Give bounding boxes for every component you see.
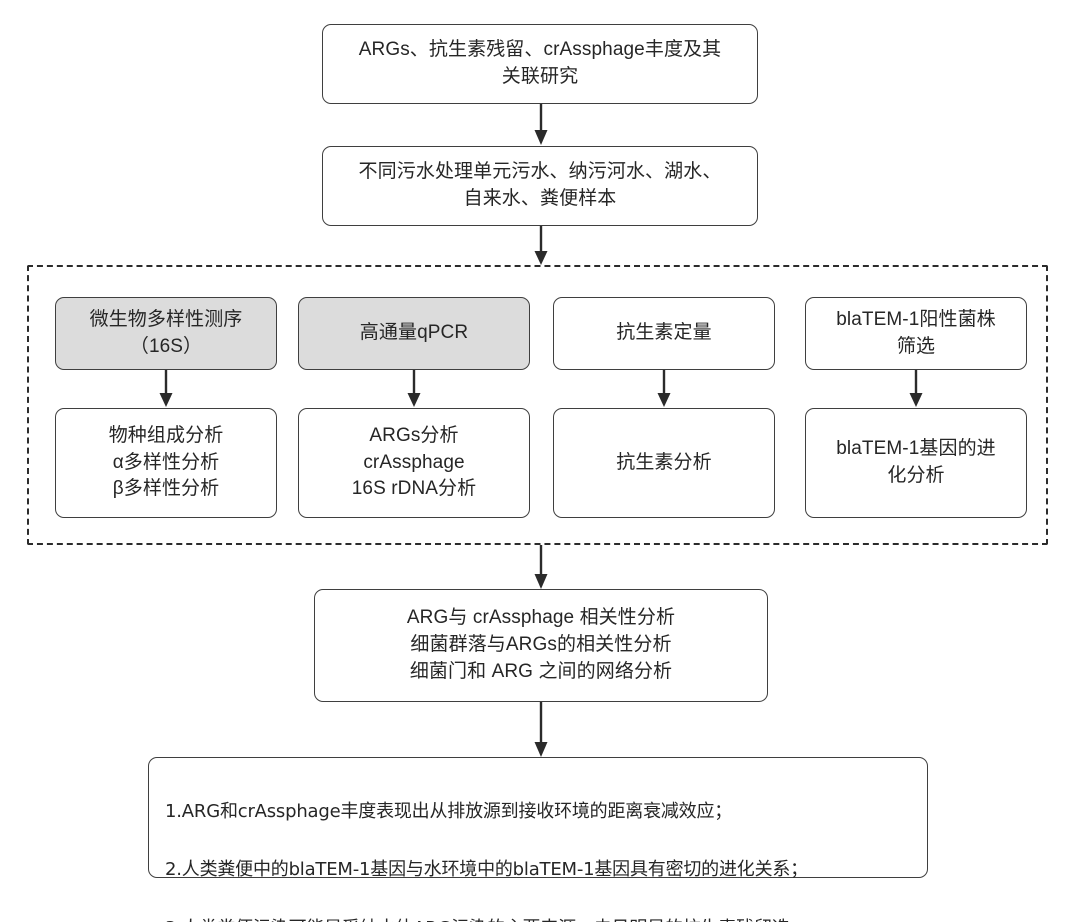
arrow-group-to-correlation [531,545,551,590]
arrow-samples-to-methods [531,226,551,266]
node-method-sequencing-16s-label: 微生物多样性测序 （16S） [89,308,243,357]
node-study-topic-label: ARGs、抗生素残留、crAssphage丰度及其 关联研究 [358,39,722,87]
arrow-qpcr-to-args [404,370,424,408]
conclusion-line-2: 2.人类粪便中的blaTEM-1基因与水环境中的blaTEM-1基因具有密切的进… [165,859,808,881]
node-method-sequencing-16s: 微生物多样性测序 （16S） [55,297,277,370]
node-method-qpcr: 高通量qPCR [298,297,530,370]
node-study-topic: ARGs、抗生素残留、crAssphage丰度及其 关联研究 [322,24,758,104]
node-method-antibiotic-quantification-label: 抗生素定量 [616,322,712,344]
arrow-screening-to-evolution [906,370,926,408]
node-method-qpcr-label: 高通量qPCR [359,322,469,344]
node-samples: 不同污水处理单元污水、纳污河水、湖水、 自来水、粪便样本 [322,146,758,226]
node-analysis-blatem1-evolution-label: blaTEM-1基因的进 化分析 [836,438,996,486]
node-conclusions: 1.ARG和crAssphage丰度表现出从排放源到接收环境的距离衰减效应； 2… [148,757,928,922]
node-method-blatem1-screening: blaTEM-1阳性菌株 筛选 [805,297,1027,370]
arrow-antibiotic-quant-to-analysis [654,370,674,408]
arrow-topic-to-samples [531,104,551,146]
conclusion-line-3: 3.人类粪便污染可能是受纳水体ARG污染的主要来源，未见明显的抗生素残留选 [165,914,913,922]
node-analysis-antibiotics-label: 抗生素分析 [616,451,712,473]
node-analysis-antibiotics: 抗生素分析 [553,408,775,518]
node-method-blatem1-screening-label: blaTEM-1阳性菌株 筛选 [836,308,996,357]
node-method-antibiotic-quantification: 抗生素定量 [553,297,775,370]
node-analysis-community-label: 物种组成分析 α多样性分析 β多样性分析 [108,424,224,500]
node-correlation-analysis: ARG与 crAssphage 相关性分析 细菌群落与ARGs的相关性分析 细菌… [314,589,768,702]
arrow-correlation-to-conclusions [531,702,551,758]
node-samples-label: 不同污水处理单元污水、纳污河水、湖水、 自来水、粪便样本 [358,161,722,209]
node-correlation-analysis-label: ARG与 crAssphage 相关性分析 细菌群落与ARGs的相关性分析 细菌… [406,607,676,682]
node-analysis-args-label: ARGs分析 crAssphage 16S rDNA分析 [351,424,477,500]
node-analysis-args: ARGs分析 crAssphage 16S rDNA分析 [298,408,530,518]
arrow-sequencing-to-community [156,370,176,408]
methods-analyses-group [27,265,1048,545]
node-analysis-community: 物种组成分析 α多样性分析 β多样性分析 [55,408,277,518]
node-analysis-blatem1-evolution: blaTEM-1基因的进 化分析 [805,408,1027,518]
conclusion-line-1: 1.ARG和crAssphage丰度表现出从排放源到接收环境的距离衰减效应； [165,801,733,823]
